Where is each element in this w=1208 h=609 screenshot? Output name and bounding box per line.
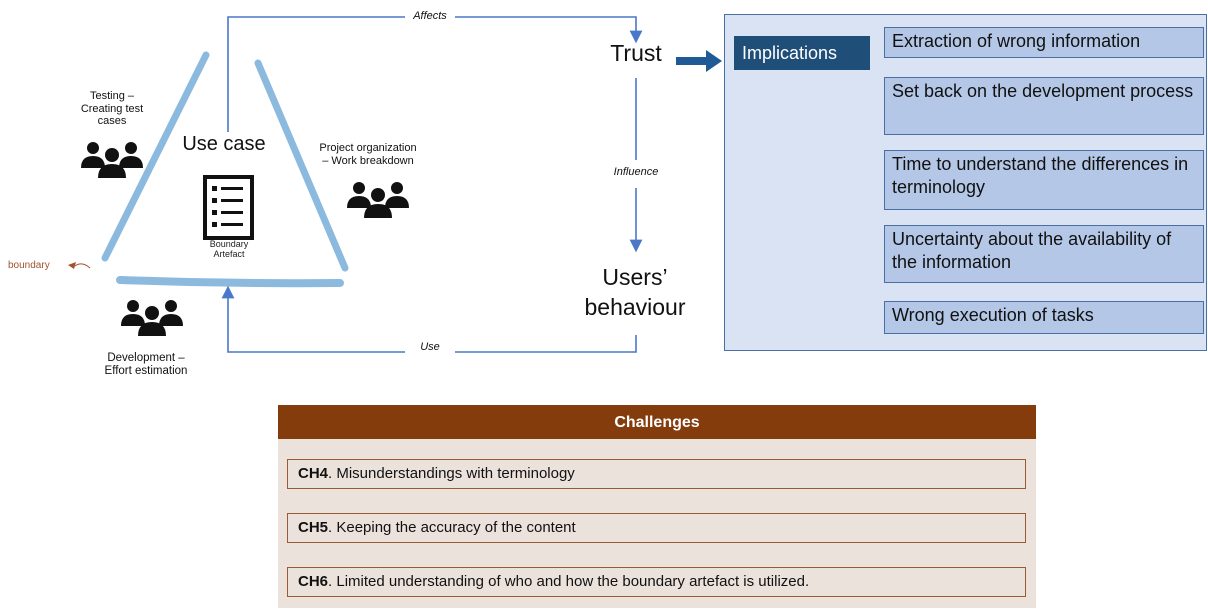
implication-item: Set back on the development process (884, 77, 1204, 135)
boundary-artefact-label: Boundary Artefact (196, 239, 262, 260)
use-line (228, 292, 637, 353)
implication-item: Uncertainty about the availability of th… (884, 225, 1204, 283)
trust-arrow (676, 50, 722, 72)
testing-team-icon (81, 142, 143, 178)
project-line2: – Work breakdown (322, 154, 414, 167)
development-line1: Development – (107, 352, 185, 364)
development-group-label: Development – Effort estimation (88, 352, 204, 378)
artefact-label-line2: Artefact (213, 249, 245, 260)
challenge-code: CH5 (298, 519, 329, 536)
challenge-text: . Misunderstandings with terminology (328, 465, 575, 482)
testing-line3: cases (97, 115, 127, 128)
boundary-triangle (101, 51, 349, 288)
influence-label: Influence (613, 166, 659, 178)
testing-line1: Testing – (89, 90, 135, 102)
development-team-icon (121, 300, 183, 336)
use-case-label: Use case (182, 133, 266, 155)
boundary-label: boundary (8, 260, 50, 271)
challenge-text: . Keeping the accuracy of the content (328, 519, 576, 536)
triangle-left-side (101, 51, 210, 262)
flow-lines (227, 16, 637, 353)
document-icon (203, 175, 254, 240)
triangle-bottom-side (116, 276, 344, 288)
trust-label: Trust (610, 40, 662, 66)
challenge-item: CH5. Keeping the accuracy of the content (287, 513, 1026, 543)
users-line2: behaviour (584, 294, 686, 320)
implication-item: Extraction of wrong information (884, 27, 1204, 58)
users-behaviour-label: Users’ behaviour (560, 262, 710, 322)
testing-group-label: Testing – Creating test cases (60, 90, 164, 128)
challenge-code: CH4 (298, 465, 329, 482)
challenge-item: CH6. Limited understanding of who and ho… (287, 567, 1026, 597)
testing-line2: Creating test (80, 102, 144, 115)
challenge-code: CH6 (298, 573, 329, 590)
implications-title: Implications (734, 36, 870, 70)
challenges-title: Challenges (278, 405, 1036, 439)
use-label: Use (420, 341, 440, 353)
implication-item: Time to understand the differences in te… (884, 150, 1204, 210)
triangle-right-side (254, 59, 349, 272)
affects-line (227, 16, 636, 132)
project-line1: Project organization (319, 142, 417, 154)
challenge-item: CH4. Misunderstandings with terminology (287, 459, 1026, 489)
affects-label: Affects (413, 10, 447, 22)
challenge-text: . Limited understanding of who and how t… (328, 573, 810, 590)
artefact-label-line1: Boundary (209, 239, 249, 249)
implication-item: Wrong execution of tasks (884, 301, 1204, 334)
project-group-label: Project organization – Work breakdown (306, 142, 430, 167)
boundary-arrow (68, 262, 91, 269)
users-line1: Users’ (602, 264, 668, 290)
development-line2: Effort estimation (104, 365, 188, 378)
project-team-icon (347, 182, 409, 218)
